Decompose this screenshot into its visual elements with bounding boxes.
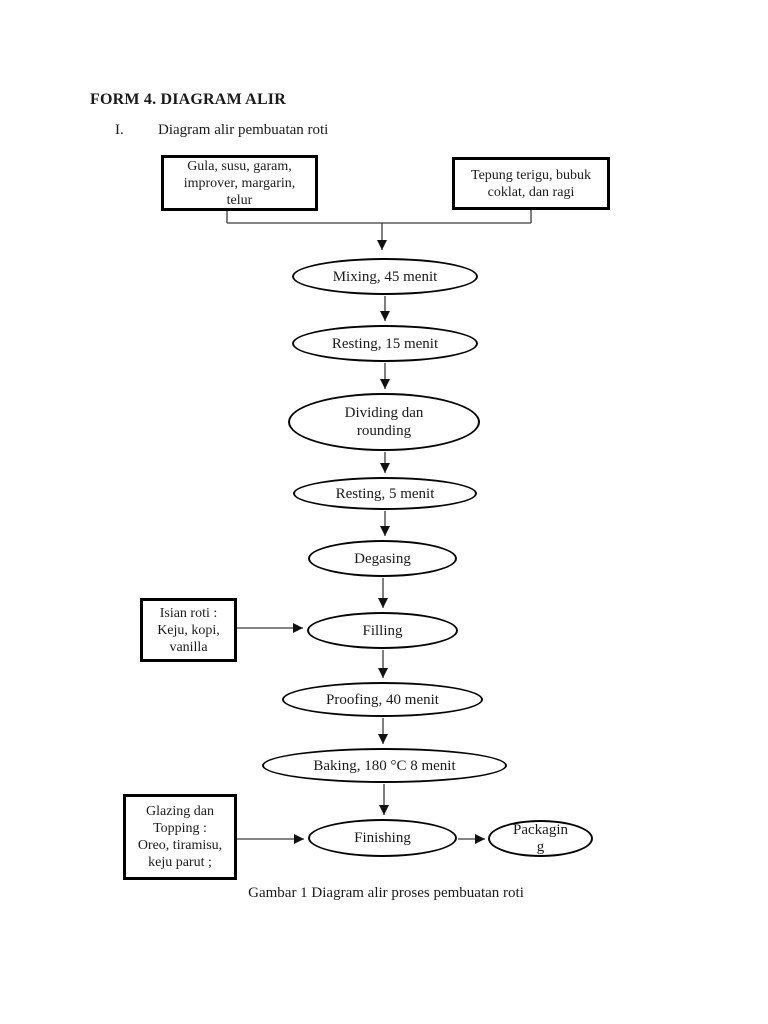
note-box-glazing-topping: Glazing dan Topping : Oreo, tiramisu, ke… (123, 794, 237, 880)
input-box-bahan-utama: Tepung terigu, bubuk coklat, dan ragi (452, 157, 610, 210)
step-filling: Filling (307, 612, 458, 649)
step-packaging-label: Packagin g (513, 821, 568, 855)
step-filling-label: Filling (362, 622, 403, 639)
form-heading: FORM 4. DIAGRAM ALIR (90, 91, 286, 108)
step-finishing-label: Finishing (354, 830, 411, 846)
step-dividing-rounding: Dividing dan rounding (288, 393, 480, 451)
step-degasing-label: Degasing (354, 550, 411, 567)
step-resting-5: Resting, 5 menit (293, 477, 477, 510)
list-item-text: Diagram alir pembuatan roti (158, 122, 329, 138)
step-mixing-label: Mixing, 45 menit (332, 268, 438, 285)
input-box-bahan-tambahan-text: Gula, susu, garam, improver, margarin, t… (183, 158, 296, 208)
step-packaging: Packagin g (488, 820, 593, 857)
step-resting-15: Resting, 15 menit (292, 325, 478, 362)
step-mixing: Mixing, 45 menit (292, 258, 478, 295)
step-baking: Baking, 180 °C 8 menit (262, 748, 507, 783)
step-proofing-label: Proofing, 40 menit (326, 691, 439, 708)
step-dividing-rounding-label: Dividing dan rounding (344, 405, 424, 439)
step-resting-5-label: Resting, 5 menit (335, 485, 435, 502)
note-box-glazing-topping-text: Glazing dan Topping : Oreo, tiramisu, ke… (137, 804, 223, 870)
step-baking-label: Baking, 180 °C 8 menit (313, 757, 456, 774)
step-proofing: Proofing, 40 menit (282, 682, 483, 717)
figure-caption: Gambar 1 Diagram alir proses pembuatan r… (248, 885, 524, 901)
input-box-bahan-tambahan: Gula, susu, garam, improver, margarin, t… (161, 155, 318, 211)
step-finishing: Finishing (308, 819, 457, 857)
note-box-isian-roti-text: Isian roti : Keju, kopi, vanilla (157, 605, 220, 655)
note-box-isian-roti: Isian roti : Keju, kopi, vanilla (140, 598, 237, 662)
step-degasing: Degasing (308, 540, 457, 577)
list-marker: I. (115, 122, 124, 138)
input-box-bahan-utama-text: Tepung terigu, bubuk coklat, dan ragi (471, 167, 591, 200)
step-resting-15-label: Resting, 15 menit (331, 335, 439, 352)
